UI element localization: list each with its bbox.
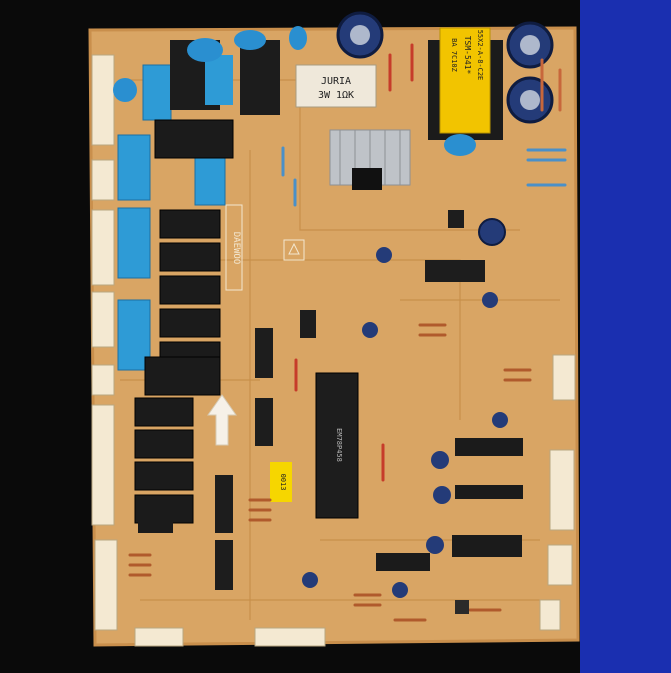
transformer-label-2: 55X2-A-8-C2E	[476, 30, 484, 81]
up-arrow-icon	[207, 394, 237, 446]
resistor-label-bottom: 3W 1ΩK	[318, 90, 354, 101]
power-resistor: JURIA 3W 1ΩK	[295, 64, 377, 108]
resistor-label-top: JURIA	[321, 76, 351, 87]
top-left-transformers	[113, 26, 307, 115]
bottom-connectors	[134, 599, 561, 647]
yellow-sticker: 0013	[270, 462, 292, 502]
black-relays	[134, 119, 234, 524]
blue-background-strip	[580, 0, 671, 673]
left-connectors	[91, 54, 118, 631]
tact-switch	[455, 600, 469, 614]
ic-label: EM78P458	[335, 428, 343, 462]
sticker-label: 0013	[279, 474, 287, 491]
silkscreen-brand: DAEWOO	[225, 204, 243, 291]
transformer-label-1: TSM-541*	[463, 36, 472, 75]
small-ics	[215, 210, 485, 590]
brand-text: DAEWOO	[231, 232, 241, 265]
recycle-icon	[283, 239, 305, 261]
yellow-transformer: TSM-541* 55X2-A-8-C2E BA 7C10Z	[428, 27, 503, 156]
right-connectors	[547, 354, 576, 586]
transformer-label-3: BA 7C10Z	[450, 38, 458, 72]
heatsink	[329, 129, 411, 190]
microcontroller: EM78P458	[315, 372, 359, 519]
resistors	[128, 43, 567, 622]
power-transistors	[138, 438, 523, 571]
